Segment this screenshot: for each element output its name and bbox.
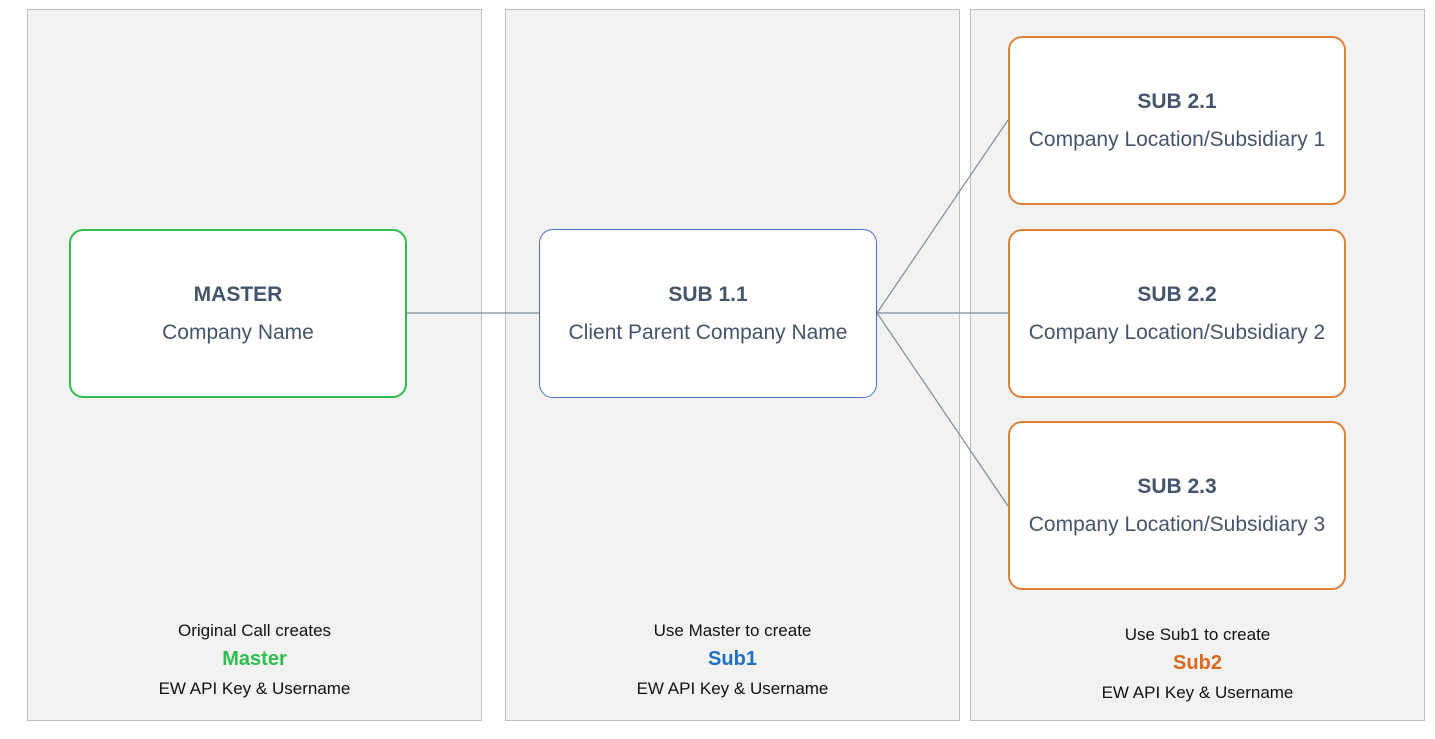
caption-line1: Use Sub1 to create xyxy=(1124,625,1271,644)
sub11-node: SUB 1.1 Client Parent Company Name xyxy=(539,229,877,398)
caption-key: Master xyxy=(222,648,287,670)
caption-line1: Use Master to create xyxy=(653,621,812,640)
node-title: SUB 1.1 xyxy=(668,282,748,306)
sub22-node: SUB 2.2 Company Location/Subsidiary 2 xyxy=(1008,229,1346,398)
node-subtitle: Company Location/Subsidiary 2 xyxy=(1028,320,1326,344)
node-title: SUB 2.1 xyxy=(1137,89,1217,113)
sub2-caption: Use Sub1 to create Sub2 EW API Key & Use… xyxy=(970,620,1425,707)
caption-key: Sub2 xyxy=(1173,652,1222,674)
node-subtitle: Company Location/Subsidiary 1 xyxy=(1028,127,1326,151)
node-subtitle: Client Parent Company Name xyxy=(568,320,848,344)
sub1-caption: Use Master to create Sub1 EW API Key & U… xyxy=(505,616,960,703)
node-subtitle: Company Location/Subsidiary 3 xyxy=(1028,512,1326,536)
sub21-node: SUB 2.1 Company Location/Subsidiary 1 xyxy=(1008,36,1346,205)
node-title: SUB 2.2 xyxy=(1137,282,1217,306)
node-title: MASTER xyxy=(193,282,283,306)
caption-key: Sub1 xyxy=(708,648,757,670)
node-subtitle: Company Name xyxy=(162,320,314,344)
caption-line3: EW API Key & Username xyxy=(158,679,351,698)
node-title: SUB 2.3 xyxy=(1137,474,1217,498)
master-node: MASTER Company Name xyxy=(69,229,407,398)
sub23-node: SUB 2.3 Company Location/Subsidiary 3 xyxy=(1008,421,1346,590)
caption-line1: Original Call creates xyxy=(177,621,332,640)
master-caption: Original Call creates Master EW API Key … xyxy=(27,616,482,703)
caption-line3: EW API Key & Username xyxy=(636,679,829,698)
caption-line3: EW API Key & Username xyxy=(1101,683,1294,702)
